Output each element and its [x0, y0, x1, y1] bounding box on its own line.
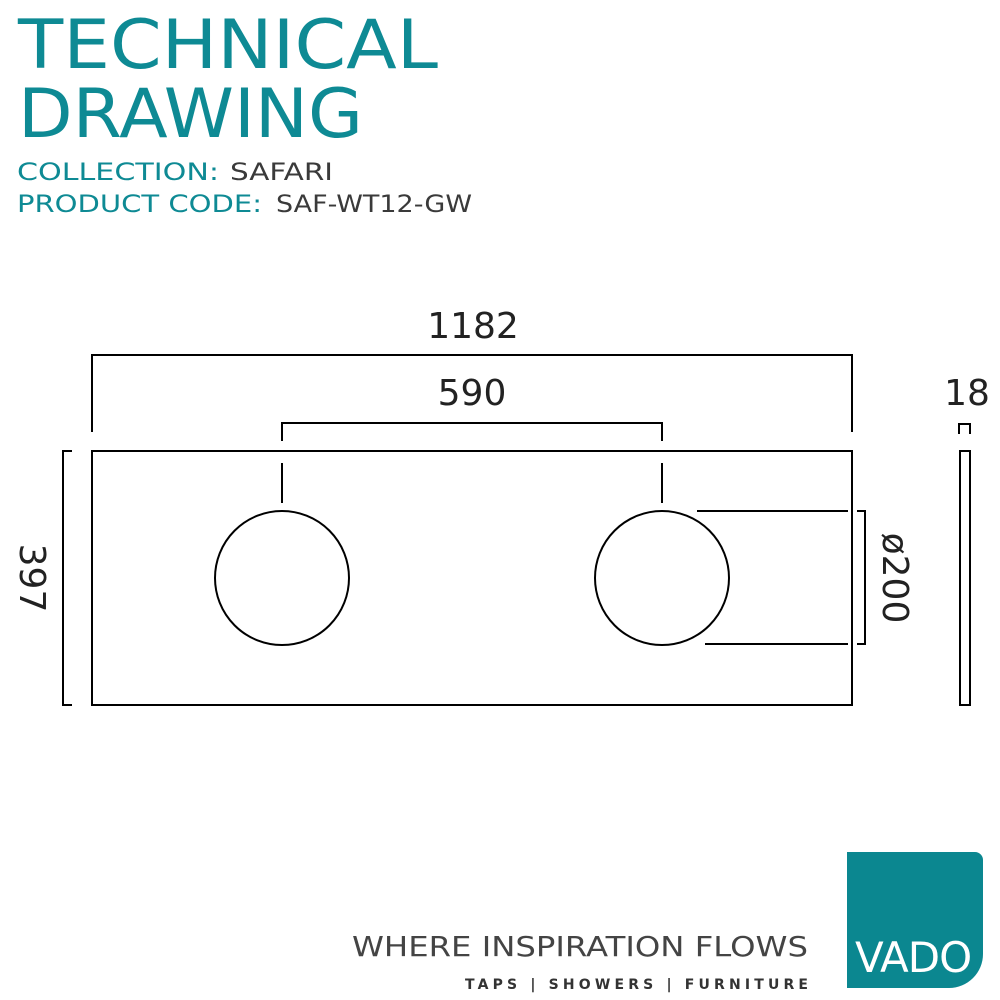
panel-side-view — [959, 450, 971, 706]
dimension-spacing-label: 590 — [438, 373, 507, 414]
footer-tagline: WHERE INSPIRATION FLOWS — [352, 930, 808, 963]
product-code-label: PRODUCT CODE: — [17, 190, 262, 218]
hole-right — [594, 510, 730, 646]
logo-text: VADO — [855, 933, 972, 982]
dimension-diameter-label: ø200 — [874, 533, 915, 624]
dimension-width-label: 1182 — [427, 306, 519, 347]
footer-categories: TAPS | SHOWERS | FURNITURE — [465, 977, 808, 993]
title-line-2: DRAWING — [18, 75, 363, 154]
dimension-line-height — [62, 450, 72, 706]
hole-left — [214, 510, 350, 646]
vado-logo: VADO — [847, 852, 983, 988]
dimension-line-diameter — [697, 510, 866, 645]
collection-label: COLLECTION: — [17, 158, 219, 186]
dimension-height-label: 397 — [11, 544, 52, 613]
title-line-1: TECHNICAL — [17, 6, 438, 85]
dimension-depth-label: 18 — [944, 373, 990, 414]
dimension-line-spacing — [281, 422, 663, 441]
product-code-value: SAF-WT12-GW — [276, 190, 472, 218]
hole-center-ticks — [281, 463, 663, 503]
collection-value: SAFARI — [230, 158, 333, 186]
dimension-line-depth — [958, 423, 971, 434]
dimension-line-width — [91, 354, 853, 432]
panel-front-view — [91, 450, 853, 706]
